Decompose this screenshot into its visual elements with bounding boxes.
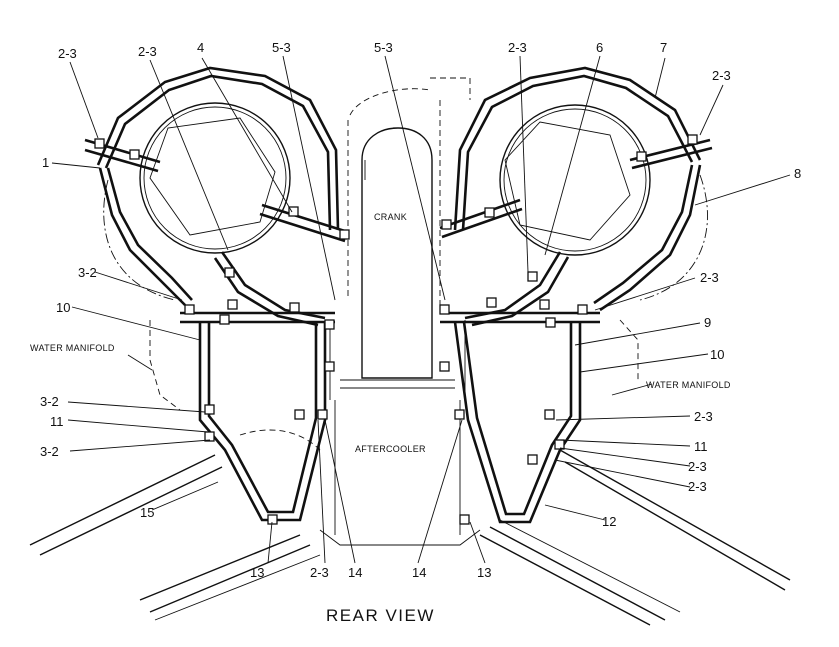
callout-11-right: 11: [694, 439, 708, 454]
callout-2-3-bottom: 2-3: [310, 565, 329, 580]
callout-3-2-left-mid: 3-2: [40, 394, 59, 409]
crankcase-housing: [319, 127, 481, 546]
callout-2-3-top-right-inner: 2-3: [508, 40, 527, 55]
leader-lines: [51, 55, 791, 564]
engine-outline: [103, 77, 708, 451]
callout-1: 1: [42, 155, 49, 170]
callout-10-right: 10: [710, 347, 724, 362]
callout-14-right: 14: [412, 565, 426, 580]
callout-7: 7: [660, 40, 667, 55]
callout-2-3-right-lower-2: 2-3: [688, 459, 707, 474]
callouts: 2-3 2-3 4 5-3 5-3 2-3 6 7 2-3 1 8 3-2 2-…: [40, 40, 801, 580]
right-duct-assembly: [439, 66, 791, 626]
callout-13-left: 13: [250, 565, 264, 580]
callout-14-left: 14: [348, 565, 362, 580]
callout-3-2-left-upper: 3-2: [78, 265, 97, 280]
aftercooler-label: AFTERCOOLER: [355, 444, 426, 454]
callout-10-left: 10: [56, 300, 70, 315]
callout-9: 9: [704, 315, 711, 330]
callout-2-3-top-left: 2-3: [58, 46, 77, 61]
crank-label: CRANK: [374, 212, 407, 222]
callout-5-3-right: 5-3: [374, 40, 393, 55]
callout-13-right: 13: [477, 565, 491, 580]
callout-2-3-right-lower-1: 2-3: [694, 409, 713, 424]
left-duct-assembly: [29, 66, 350, 621]
callout-11-left: 11: [50, 414, 64, 429]
callout-8: 8: [794, 166, 801, 181]
callout-3-2-left-lower: 3-2: [40, 444, 59, 459]
callout-2-3-top-right: 2-3: [712, 68, 731, 83]
callout-15: 15: [140, 505, 154, 520]
callout-12: 12: [602, 514, 616, 529]
callout-6: 6: [596, 40, 603, 55]
callout-2-3-top-left-inner: 2-3: [138, 44, 157, 59]
figure-caption: REAR VIEW: [326, 606, 435, 625]
callout-4: 4: [197, 40, 204, 55]
callout-5-3-left: 5-3: [272, 40, 291, 55]
callout-2-3-right-lower-3: 2-3: [688, 479, 707, 494]
water-manifold-left-label: WATER MANIFOLD: [30, 343, 115, 353]
water-manifold-right-label: WATER MANIFOLD: [646, 380, 731, 390]
callout-2-3-right-mid: 2-3: [700, 270, 719, 285]
